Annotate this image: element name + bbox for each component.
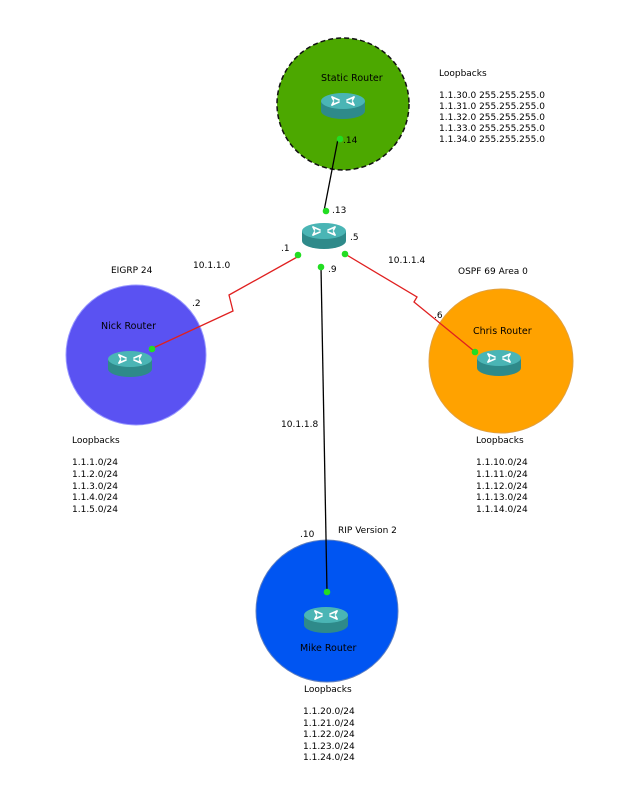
interface-dots — [148, 135, 479, 596]
interface-dot-core-to-nick — [294, 251, 302, 259]
interface-dot-core-to-chris — [341, 250, 349, 258]
mike-router-icon[interactable] — [303, 606, 349, 634]
loopbacks-chris: Loopbacks 1.1.10.0/24 1.1.11.0/24 1.1.12… — [476, 436, 528, 515]
network-label-mike: 10.1.1.8 — [281, 420, 318, 430]
interface-dot-chris — [471, 348, 479, 356]
loopback-item: 1.1.33.0 255.255.255.0 — [439, 124, 545, 134]
loopback-item: 1.1.5.0/24 — [72, 505, 118, 515]
loopback-item: 1.1.1.0/24 — [72, 458, 118, 468]
interface-label-chris: .6 — [434, 311, 443, 321]
link-core-nick — [150, 255, 300, 350]
loopbacks-chris-title: Loopbacks — [476, 436, 524, 446]
loopback-item: 1.1.3.0/24 — [72, 482, 118, 492]
loopback-item: 1.1.24.0/24 — [303, 753, 355, 763]
loopback-item: 1.1.32.0 255.255.255.0 — [439, 113, 545, 123]
loopbacks-nick-title: Loopbacks — [72, 436, 120, 446]
interface-label-core-to-nick: .1 — [281, 244, 290, 254]
interface-dot-nick — [148, 345, 156, 353]
link-static-core — [323, 138, 339, 212]
interface-dot-core-to-mike — [317, 263, 325, 271]
loopbacks-static-title: Loopbacks — [439, 69, 487, 79]
network-label-chris: 10.1.1.4 — [388, 256, 425, 266]
interface-label-nick: .2 — [192, 299, 201, 309]
static-router-name: Static Router — [321, 73, 383, 84]
interface-dot-static — [336, 135, 344, 143]
loopbacks-nick: Loopbacks 1.1.1.0/24 1.1.2.0/24 1.1.3.0/… — [72, 436, 120, 515]
interface-label-static: .14 — [343, 136, 358, 146]
loopback-item: 1.1.20.0/24 — [303, 707, 355, 717]
chris-router-icon[interactable] — [476, 349, 522, 377]
loopback-item: 1.1.31.0 255.255.255.0 — [439, 102, 545, 112]
interface-dot-core-to-static — [322, 207, 330, 215]
loopback-item: 1.1.34.0 255.255.255.0 — [439, 135, 545, 145]
link-core-mike — [320, 266, 328, 593]
interface-label-core-to-chris: .5 — [350, 233, 359, 243]
loopback-item: 1.1.23.0/24 — [303, 742, 355, 752]
interface-label-core-to-static: .13 — [332, 206, 346, 216]
interface-dot-mike — [323, 588, 331, 596]
nick-router-name: Nick Router — [101, 321, 156, 332]
interface-label-mike: .10 — [300, 530, 315, 540]
loopback-item: 1.1.30.0 255.255.255.0 — [439, 91, 545, 101]
loopback-item: 1.1.21.0/24 — [303, 719, 355, 729]
loopback-item: 1.1.12.0/24 — [476, 482, 528, 492]
loopback-item: 1.1.10.0/24 — [476, 458, 528, 468]
loopback-item: 1.1.14.0/24 — [476, 505, 528, 515]
static-router-icon[interactable] — [320, 92, 366, 120]
loopback-item: 1.1.4.0/24 — [72, 493, 118, 503]
network-label-nick: 10.1.1.0 — [193, 261, 230, 271]
eigrp-label: EIGRP 24 — [111, 266, 153, 276]
chris-router-name: Chris Router — [473, 326, 532, 337]
loopback-item: 1.1.11.0/24 — [476, 470, 528, 480]
mike-router-name: Mike Router — [300, 643, 356, 654]
core-router-icon[interactable] — [301, 222, 347, 250]
rip-label: RIP Version 2 — [338, 526, 397, 536]
ospf-label: OSPF 69 Area 0 — [458, 267, 528, 277]
link-core-chris — [344, 253, 475, 352]
loopback-item: 1.1.2.0/24 — [72, 470, 118, 480]
loopback-item: 1.1.22.0/24 — [303, 730, 355, 740]
interface-label-core-to-mike: .9 — [328, 265, 337, 275]
loopbacks-mike: Loopbacks 1.1.20.0/24 1.1.21.0/24 1.1.22… — [303, 685, 355, 763]
nick-router-icon[interactable] — [107, 350, 153, 378]
loopback-item: 1.1.13.0/24 — [476, 493, 528, 503]
loopbacks-static: Loopbacks 1.1.30.0 255.255.255.0 1.1.31.… — [439, 69, 545, 145]
loopbacks-mike-title: Loopbacks — [304, 685, 352, 695]
